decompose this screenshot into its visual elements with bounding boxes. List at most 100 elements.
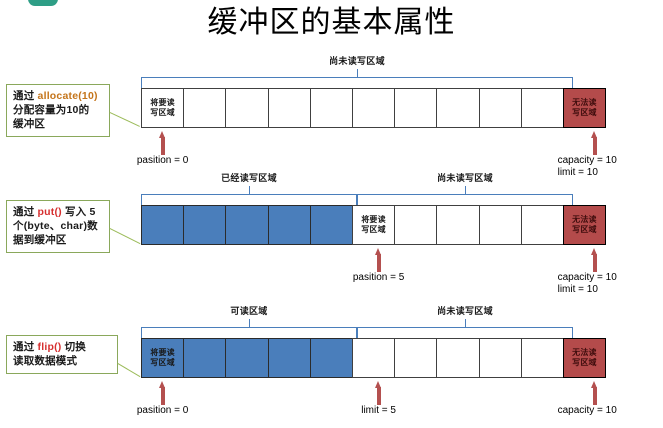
callout-text: 读取数据模式	[13, 355, 78, 367]
callout-line: 分配容量为10的	[13, 103, 103, 117]
arrow-head-icon	[375, 248, 382, 255]
region-label: 尚未读写区域	[437, 306, 493, 316]
callout-line: 个(byte、char)数	[13, 219, 103, 233]
cell-label-line1: 将要读	[150, 98, 175, 107]
region-bracket	[141, 194, 357, 205]
buffer-cell[interactable]: 无法读写区域	[562, 205, 607, 245]
buffer-cell[interactable]: 将要读写区域	[351, 205, 396, 245]
callout-text: 缓冲区	[13, 118, 46, 130]
buffer-cells: 将要读写区域无法读写区域	[141, 205, 607, 245]
marker-caption: limit = 10	[557, 167, 598, 178]
arrow-head-icon	[375, 381, 382, 388]
callout-text: 切换	[61, 341, 87, 353]
buffer-cell[interactable]: 无法读写区域	[562, 88, 607, 128]
marker-caption: limit = 10	[557, 284, 598, 295]
callout-text: 写入 5	[61, 206, 96, 218]
callout-text: 通过	[13, 206, 38, 218]
cell-label-line2: 写区域	[572, 358, 597, 367]
buffer-cell[interactable]	[267, 205, 311, 245]
buffer-cell[interactable]	[309, 338, 353, 378]
callout-line: 据到缓冲区	[13, 233, 103, 247]
buffer-cell[interactable]: 无法读写区域	[562, 338, 607, 378]
cell-label-line2: 写区域	[572, 108, 597, 117]
buffer-cell[interactable]	[183, 88, 227, 128]
buffer-cell[interactable]: 将要读写区域	[141, 338, 185, 378]
arrow-head-icon	[591, 248, 598, 255]
buffer-cell[interactable]	[309, 88, 353, 128]
callout-box: 通过 allocate(10)分配容量为10的缓冲区	[6, 84, 110, 137]
buffer-cell[interactable]	[520, 338, 564, 378]
buffer-cell[interactable]	[520, 88, 564, 128]
arrow-head-icon	[591, 381, 598, 388]
buffer-cell[interactable]	[436, 205, 480, 245]
page-title: 缓冲区的基本属性	[207, 5, 456, 40]
buffer-cell[interactable]	[225, 205, 269, 245]
arrow-shaft	[377, 387, 382, 405]
buffer-cell[interactable]	[225, 338, 269, 378]
region-bracket	[357, 194, 573, 205]
buffer-cell[interactable]	[394, 205, 438, 245]
arrow-head-icon	[159, 131, 166, 138]
region-bracket-stem	[249, 186, 250, 195]
buffer-cell[interactable]	[225, 88, 269, 128]
buffer-cell[interactable]: 将要读写区域	[141, 88, 185, 128]
region-bracket	[141, 77, 573, 88]
arrow-head-icon	[159, 381, 166, 388]
buffer-cell[interactable]	[351, 88, 396, 128]
region-label: 尚未读写区域	[329, 56, 385, 66]
corner-tab	[28, 0, 58, 6]
callout-leader-line	[117, 363, 140, 377]
buffer-cells: 将要读写区域无法读写区域	[141, 88, 607, 128]
marker-caption: capacity = 10	[557, 272, 617, 283]
arrow-shaft	[593, 137, 598, 155]
buffer-cell[interactable]	[351, 338, 396, 378]
buffer-cell[interactable]	[436, 338, 480, 378]
buffer-cell[interactable]	[436, 88, 480, 128]
buffer-cell[interactable]	[520, 205, 564, 245]
region-label: 可读区域	[230, 306, 268, 316]
buffer-cells: 将要读写区域无法读写区域	[141, 338, 607, 378]
region-bracket	[141, 327, 357, 338]
callout-box: 通过 flip() 切换读取数据模式	[6, 335, 118, 374]
region-label: 尚未读写区域	[437, 173, 493, 183]
cell-label-line1: 将要读	[150, 348, 175, 357]
marker-caption: capacity = 10	[557, 405, 617, 416]
region-bracket-stem	[249, 319, 250, 328]
cell-label-line2: 写区域	[150, 358, 175, 367]
buffer-cell[interactable]	[267, 88, 311, 128]
callout-line: 缓冲区	[13, 117, 103, 131]
cell-label-line1: 无法读	[572, 98, 597, 107]
callout-keyword: put()	[37, 206, 62, 218]
buffer-cell[interactable]	[183, 205, 227, 245]
callout-keyword: allocate(10)	[37, 90, 98, 102]
buffer-cell[interactable]	[478, 205, 522, 245]
buffer-cell[interactable]	[478, 88, 522, 128]
buffer-cell[interactable]	[267, 338, 311, 378]
region-bracket-stem	[465, 186, 466, 195]
buffer-cell[interactable]	[309, 205, 353, 245]
callout-leader-line	[109, 228, 140, 244]
arrow-shaft	[377, 254, 382, 272]
marker-caption: capacity = 10	[557, 155, 617, 166]
marker-caption: limit = 5	[361, 405, 396, 416]
buffer-cell[interactable]	[141, 205, 185, 245]
callout-text: 据到缓冲区	[13, 234, 67, 246]
cell-label-line1: 无法读	[572, 215, 597, 224]
cell-label-line2: 写区域	[361, 225, 386, 234]
callout-leader-line	[109, 112, 140, 127]
buffer-cell[interactable]	[394, 88, 438, 128]
arrow-shaft	[593, 387, 598, 405]
cell-label-line1: 将要读	[361, 215, 386, 224]
buffer-cell[interactable]	[478, 338, 522, 378]
marker-caption: pasition = 0	[136, 155, 189, 166]
region-bracket	[357, 327, 573, 338]
arrow-shaft	[161, 387, 166, 405]
marker-caption: pasition = 0	[136, 405, 189, 416]
arrow-shaft	[593, 254, 598, 272]
buffer-cell[interactable]	[394, 338, 438, 378]
buffer-cell[interactable]	[183, 338, 227, 378]
callout-text: 通过	[13, 341, 38, 353]
callout-text: 分配容量为10的	[13, 104, 90, 116]
callout-line: 通过 allocate(10)	[13, 89, 103, 103]
